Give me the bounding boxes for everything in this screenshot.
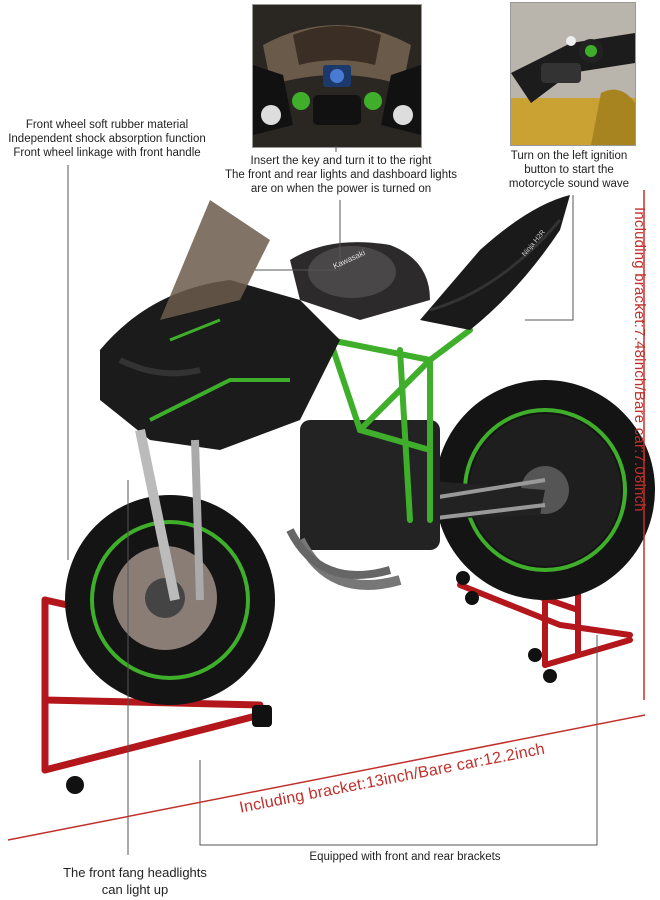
headlights-callout: The front fang headlights can light up: [40, 864, 230, 898]
headlights-line-1: The front fang headlights: [63, 865, 207, 880]
ignition-line-1: Turn on the left ignition: [510, 150, 628, 162]
brackets-callout: Equipped with front and rear brackets: [309, 851, 501, 863]
key-line-1: Insert the key and turn it to the right: [250, 155, 432, 167]
rear-stand: [457, 501, 633, 668]
seat-logo: Ninja H2R: [521, 229, 547, 258]
length-dimension-label: Including bracket:13inch/Bare car:12.2in…: [238, 740, 547, 817]
dashboard-inset-photo: [252, 4, 422, 148]
front-wheel-callout: Front wheel soft rubber material Indepen…: [2, 118, 212, 160]
front-wheel-line-1: Front wheel soft rubber material: [25, 119, 189, 131]
front-wheel-line-2: Independent shock absorption function: [8, 133, 206, 145]
height-dimension-label: Including bracket:7.48inch/Bare car:7.08…: [631, 207, 648, 512]
front-wheel-line-3: Front wheel linkage with front handle: [13, 147, 201, 159]
key-callout: Insert the key and turn it to the right …: [206, 154, 476, 196]
handlebar-inset-art: [511, 3, 635, 145]
headlights-line-2: can light up: [101, 882, 169, 897]
handlebar-inset-photo: [510, 2, 636, 146]
dashboard-inset-art: [253, 5, 421, 147]
key-line-2: The front and rear lights and dashboard …: [224, 169, 458, 181]
ignition-line-2: button to start the: [524, 164, 614, 176]
tank-logo: Kawasaki: [331, 248, 367, 271]
key-line-3: are on when the power is turned on: [250, 183, 432, 195]
ignition-line-3: motorcycle sound wave: [508, 178, 630, 190]
ignition-callout: Turn on the left ignition button to star…: [494, 149, 644, 191]
